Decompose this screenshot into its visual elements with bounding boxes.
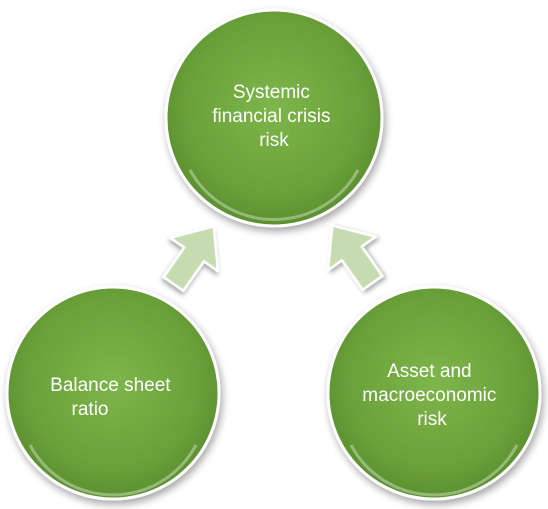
node-sheen-right [349,444,519,497]
node-sheen-top [188,169,360,222]
node-balance-sheet-ratio: Balance sheet ratio [5,285,221,501]
arrow-left-to-top [162,225,220,292]
node-label-top: Systemic financial crisis risk [212,82,336,151]
node-systemic-financial-crisis-risk: Systemic financial crisis risk [164,8,384,228]
node-circle-right [326,285,542,501]
node-label-right-line-2: macroeconomic [362,385,496,406]
arrow-up-icon [326,224,384,291]
node-circle-left [5,285,221,501]
node-label-left: Balance sheet ratio [50,375,176,420]
node-label-left-line-1: Balance sheet [50,375,171,396]
node-label-top-line-2: financial crisis [212,106,330,127]
node-label-right-line-3: risk [417,409,447,430]
node-label-right: Asset and macroeconomic risk [362,361,501,430]
node-label-top-line-1: Systemic [233,82,310,103]
arrow-right-to-top [326,224,384,291]
node-asset-and-macroeconomic-risk: Asset and macroeconomic risk [326,285,542,501]
node-label-top-line-3: risk [259,130,289,151]
node-circle-top [164,8,384,228]
node-sheen-left [28,444,198,497]
arrow-up-icon [162,225,220,292]
node-label-left-line-2: ratio [72,399,109,420]
node-label-right-line-1: Asset and [387,361,472,382]
